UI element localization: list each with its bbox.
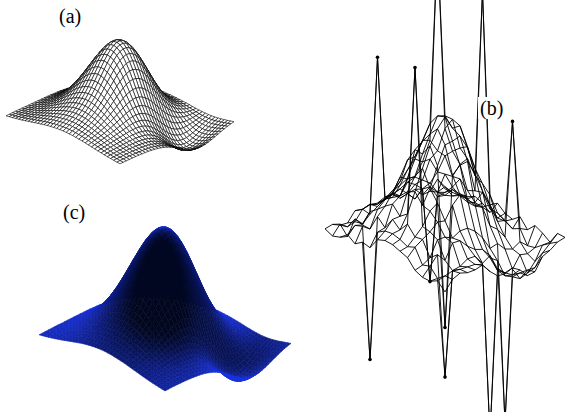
mesh-cell (117, 161, 123, 164)
mesh-line (325, 229, 445, 292)
vertex-dot (413, 66, 417, 70)
vertex-dot (376, 55, 380, 59)
vertex-dot (368, 358, 372, 362)
vertex-dot (443, 375, 447, 379)
shaded-surface (39, 227, 291, 391)
mesh-line (385, 116, 505, 274)
mesh-line (408, 121, 528, 257)
mesh-line (363, 140, 483, 359)
mesh-line (415, 159, 535, 282)
mesh-line (385, 0, 505, 240)
mesh-line (325, 179, 445, 229)
noisy-wireframe-mesh (325, 0, 565, 412)
mesh-line (355, 57, 475, 270)
vertex-dot (511, 120, 515, 124)
mesh-line (348, 68, 468, 273)
mesh-line (445, 237, 565, 292)
wireframe-mesh (6, 40, 234, 164)
mesh-cell (218, 129, 224, 132)
mesh-line (363, 168, 483, 265)
mesh-line (393, 0, 513, 273)
mesh-line (415, 226, 535, 271)
mesh-line (340, 217, 460, 378)
mesh-line (438, 233, 558, 412)
mesh-line (370, 146, 490, 328)
vertex-dot (428, 280, 432, 284)
vertex-dot (443, 326, 447, 330)
mesh-line (430, 242, 550, 377)
mesh-line (355, 159, 475, 244)
